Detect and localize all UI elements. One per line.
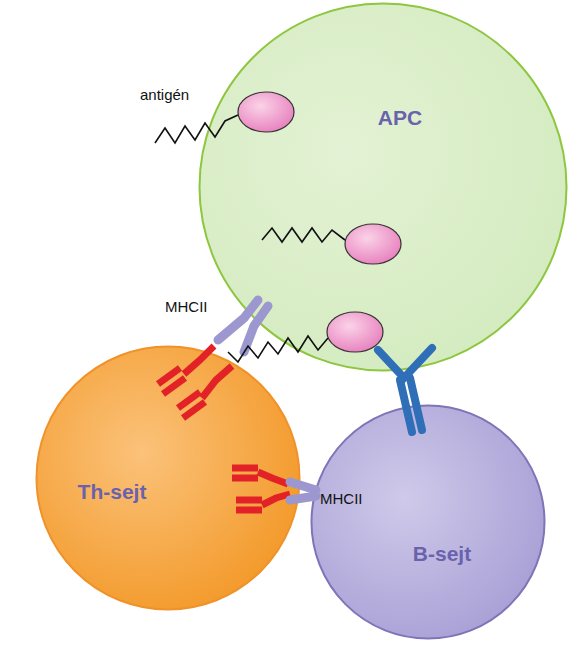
mhc-label: MHCII: [320, 490, 363, 507]
tcr-receptor: [232, 468, 290, 510]
antigen-head: [238, 92, 294, 132]
antigen-head: [327, 312, 383, 352]
b-cell: B-sejt: [310, 404, 546, 640]
mhc-label: MHCII: [165, 298, 208, 315]
cell-membrane: [200, 4, 567, 371]
cell-membrane: [312, 406, 545, 639]
b-cell-receptor: [378, 348, 432, 432]
cell-name: APC: [378, 106, 422, 130]
th-cell: Th-sejt: [35, 345, 301, 611]
antigen-chain: [155, 115, 238, 143]
apc-cell: APC: [198, 2, 568, 372]
antigen-label: antigén: [140, 86, 189, 103]
tcr-receptor: [158, 346, 232, 418]
antigen-head: [345, 224, 401, 264]
mhc-receptor: [290, 482, 316, 500]
antigen-chain: [262, 228, 345, 242]
cell-outline: [198, 2, 568, 372]
cell-membrane: [37, 347, 300, 610]
cell-outline: [35, 345, 301, 611]
cell-name: Th-sejt: [78, 480, 147, 504]
mhc-receptor: [218, 300, 268, 352]
cell-outline: [310, 404, 546, 640]
cell-name: B-sejt: [413, 542, 471, 566]
antigen-chain: [228, 336, 328, 362]
